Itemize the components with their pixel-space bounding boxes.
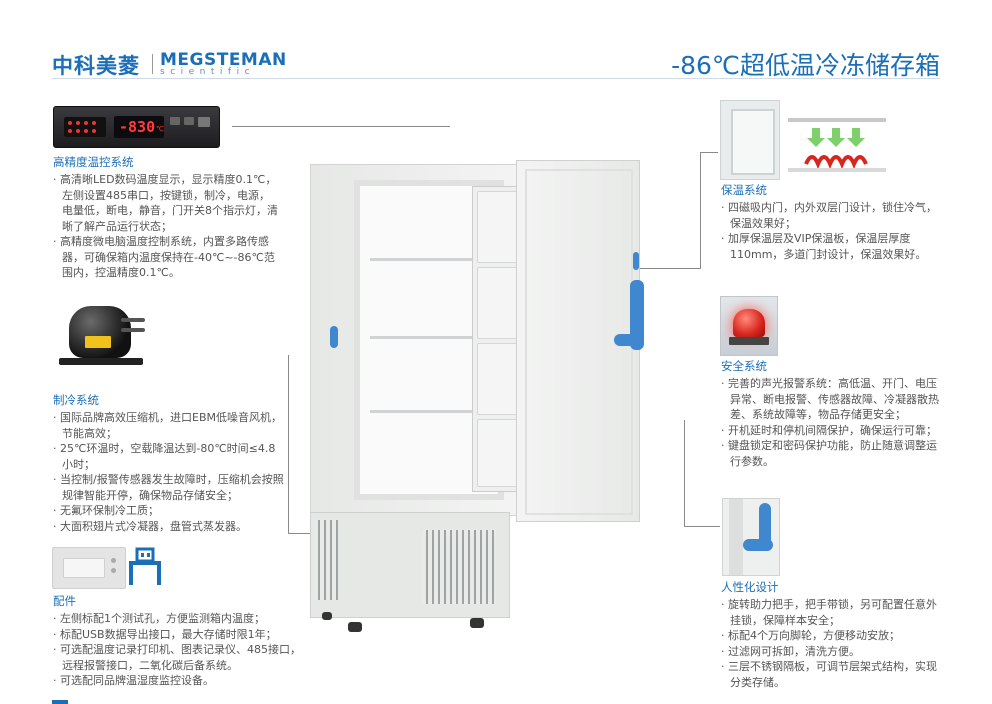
feature-title: 配件 <box>53 594 76 608</box>
handle-detail-image <box>722 498 780 576</box>
connector-line <box>700 152 718 153</box>
connector-line <box>684 420 685 526</box>
feature-item: 标配USB数据导出接口，最大存储时限1年； <box>53 627 303 643</box>
set-button <box>198 117 210 127</box>
feature-safety: 安全系统 完善的声光报警系统：高低温、开门、电压异常、断电报警、传感器故障、冷凝… <box>721 358 943 469</box>
cold-arrows-icon <box>788 114 886 172</box>
connector-line <box>640 268 701 269</box>
indicator-lights <box>64 117 106 137</box>
feature-item: 加厚保温层及VIP保温板，保温层厚度110mm，多道门封设计，保温效果好。 <box>721 231 943 262</box>
connector-line <box>288 355 289 533</box>
feature-item: 当控制/报警传感器发生故障时，压缩机会按照规律智能开停，确保物品存储安全； <box>53 472 285 503</box>
feature-item: 四磁吸内门，内外双层门设计，锁住冷气，保温效果好； <box>721 200 943 231</box>
feature-item: 左侧标配1个测试孔，方便监测箱内温度； <box>53 611 303 627</box>
door-handle-grip <box>614 334 644 346</box>
feature-item: 大面积翅片式冷凝器，盘管式蒸发器。 <box>53 519 285 535</box>
brand-subtitle: scientific <box>160 67 256 77</box>
brand-name-cn: 中科美菱 <box>52 54 140 78</box>
connector-line <box>700 152 701 268</box>
page-accent-bar <box>52 700 68 704</box>
feature-temp-control: 高精度温控系统 高清晰LED数码温度显示，显示精度0.1℃，左侧设置485串口，… <box>53 154 278 281</box>
connector-line <box>288 533 318 534</box>
down-button <box>184 117 194 125</box>
feature-item: 标配4个万向脚轮，方便移动安放； <box>721 628 943 644</box>
front-vent <box>422 530 496 604</box>
shelf <box>370 410 490 413</box>
brand-name-en: MEGSTEMAN <box>160 50 287 70</box>
caster-wheel <box>348 622 362 632</box>
caster-wheel <box>470 618 484 628</box>
feature-item: 高清晰LED数码温度显示，显示精度0.1℃，左侧设置485串口，按键锁，制冷，电… <box>53 172 278 234</box>
brand-divider <box>152 54 153 74</box>
feature-item: 无氟环保制冷工质； <box>53 503 285 519</box>
page-title: -86℃超低温冷冻储存箱 <box>671 51 940 80</box>
header-divider <box>52 78 940 79</box>
feature-list: 四磁吸内门，内外双层门设计，锁住冷气，保温效果好； 加厚保温层及VIP保温板，保… <box>721 200 943 262</box>
feature-list: 旋转助力把手，把手带锁，另可配置任意外挂锁，保障样本安全； 标配4个万向脚轮，方… <box>721 597 943 690</box>
caster-wheel <box>322 612 332 620</box>
connector-line <box>684 526 720 527</box>
insulation-image <box>720 100 886 180</box>
feature-insulation: 保温系统 四磁吸内门，内外双层门设计，锁住冷气，保温效果好； 加厚保温层及VIP… <box>721 182 943 262</box>
feature-list: 完善的声光报警系统：高低温、开门、电压异常、断电报警、传感器故障、冷凝器散热差、… <box>721 376 943 469</box>
feature-title: 保温系统 <box>721 183 767 197</box>
compressor-image <box>55 300 150 380</box>
feature-item: 国际品牌高效压缩机，进口EBM低噪音风机，节能高效； <box>53 410 285 441</box>
feature-item: 键盘锁定和密码保护功能，防止随意调整运行参数。 <box>721 438 943 469</box>
feature-title: 人性化设计 <box>721 580 779 594</box>
up-button <box>170 117 180 125</box>
door-handle <box>630 280 644 350</box>
feature-title: 安全系统 <box>721 359 767 373</box>
feature-item: 旋转助力把手，把手带锁，另可配置任意外挂锁，保障样本安全； <box>721 597 943 628</box>
feature-accessories: 配件 左侧标配1个测试孔，方便监测箱内温度； 标配USB数据导出接口，最大存储时… <box>53 593 303 689</box>
shelf <box>370 336 490 339</box>
temperature-readout: -830 <box>119 118 156 136</box>
temperature-display: -830 ℃ <box>114 116 164 138</box>
feature-item: 高精度微电脑温度控制系统，内置多路传感器，可确保箱内温度保持在-40℃~-86℃… <box>53 234 278 281</box>
feature-title: 制冷系统 <box>53 393 99 407</box>
feature-list: 国际品牌高效压缩机，进口EBM低噪音风机，节能高效； 25℃环温时，空载降温达到… <box>53 410 285 534</box>
freezer-image <box>308 160 653 635</box>
recorder-accessory-image <box>52 547 126 589</box>
feature-item: 可选配温度记录打印机、图表记录仪、485接口，远程报警接口，二氧化碳后备系统。 <box>53 642 303 673</box>
feature-item: 可选配同品牌温湿度监控设备。 <box>53 673 303 689</box>
feature-list: 左侧标配1个测试孔，方便监测箱内温度； 标配USB数据导出接口，最大存储时限1年… <box>53 611 303 689</box>
temperature-unit: ℃ <box>156 125 164 133</box>
feature-item: 三层不锈钢隔板，可调节层架式结构，实现分类存储。 <box>721 659 943 690</box>
side-vent <box>314 520 338 600</box>
shelf <box>370 258 490 261</box>
left-latch <box>330 326 338 348</box>
connector-line <box>232 126 450 127</box>
feature-design: 人性化设计 旋转助力把手，把手带锁，另可配置任意外挂锁，保障样本安全； 标配4个… <box>721 579 943 690</box>
feature-title: 高精度温控系统 <box>53 155 134 169</box>
controller-panel-image: -830 ℃ <box>53 106 220 148</box>
feature-list: 高清晰LED数码温度显示，显示精度0.1℃，左侧设置485串口，按键锁，制冷，电… <box>53 172 278 281</box>
alarm-light-icon <box>720 296 778 356</box>
usb-icon <box>128 547 162 587</box>
feature-item: 过滤网可拆卸，清洗方便。 <box>721 644 943 660</box>
door-hinge <box>633 252 639 270</box>
feature-item: 完善的声光报警系统：高低温、开门、电压异常、断电报警、传感器故障、冷凝器散热差、… <box>721 376 943 423</box>
feature-item: 25℃环温时，空载降温达到-80℃时间≤4.8小时； <box>53 441 285 472</box>
feature-item: 开机延时和停机间隔保护，确保运行可靠； <box>721 423 943 439</box>
feature-refrigeration: 制冷系统 国际品牌高效压缩机，进口EBM低噪音风机，节能高效； 25℃环温时，空… <box>53 392 285 534</box>
